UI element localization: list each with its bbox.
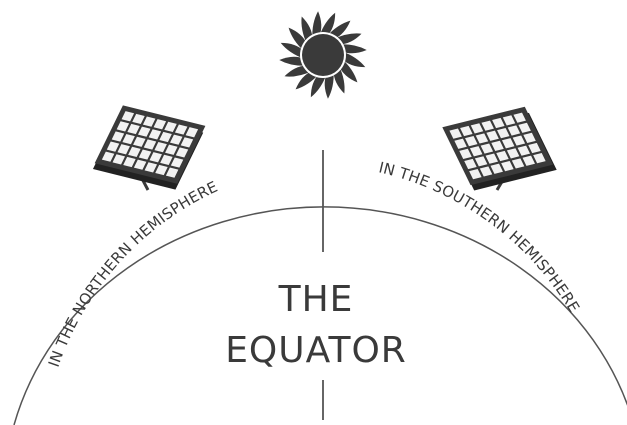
- northern-hemisphere-label: IN THE NORTHERN HEMISPHERE: [45, 178, 221, 370]
- solar-panel-left: [92, 105, 206, 190]
- solar-panel-right: [442, 106, 556, 190]
- solar-panel-icon: [442, 106, 556, 190]
- title-line-1: THE: [278, 279, 354, 320]
- sun-disc: [302, 34, 344, 76]
- solar-panel-icon: [92, 105, 206, 190]
- title-line-2: EQUATOR: [225, 330, 407, 371]
- sun-icon: [279, 11, 366, 98]
